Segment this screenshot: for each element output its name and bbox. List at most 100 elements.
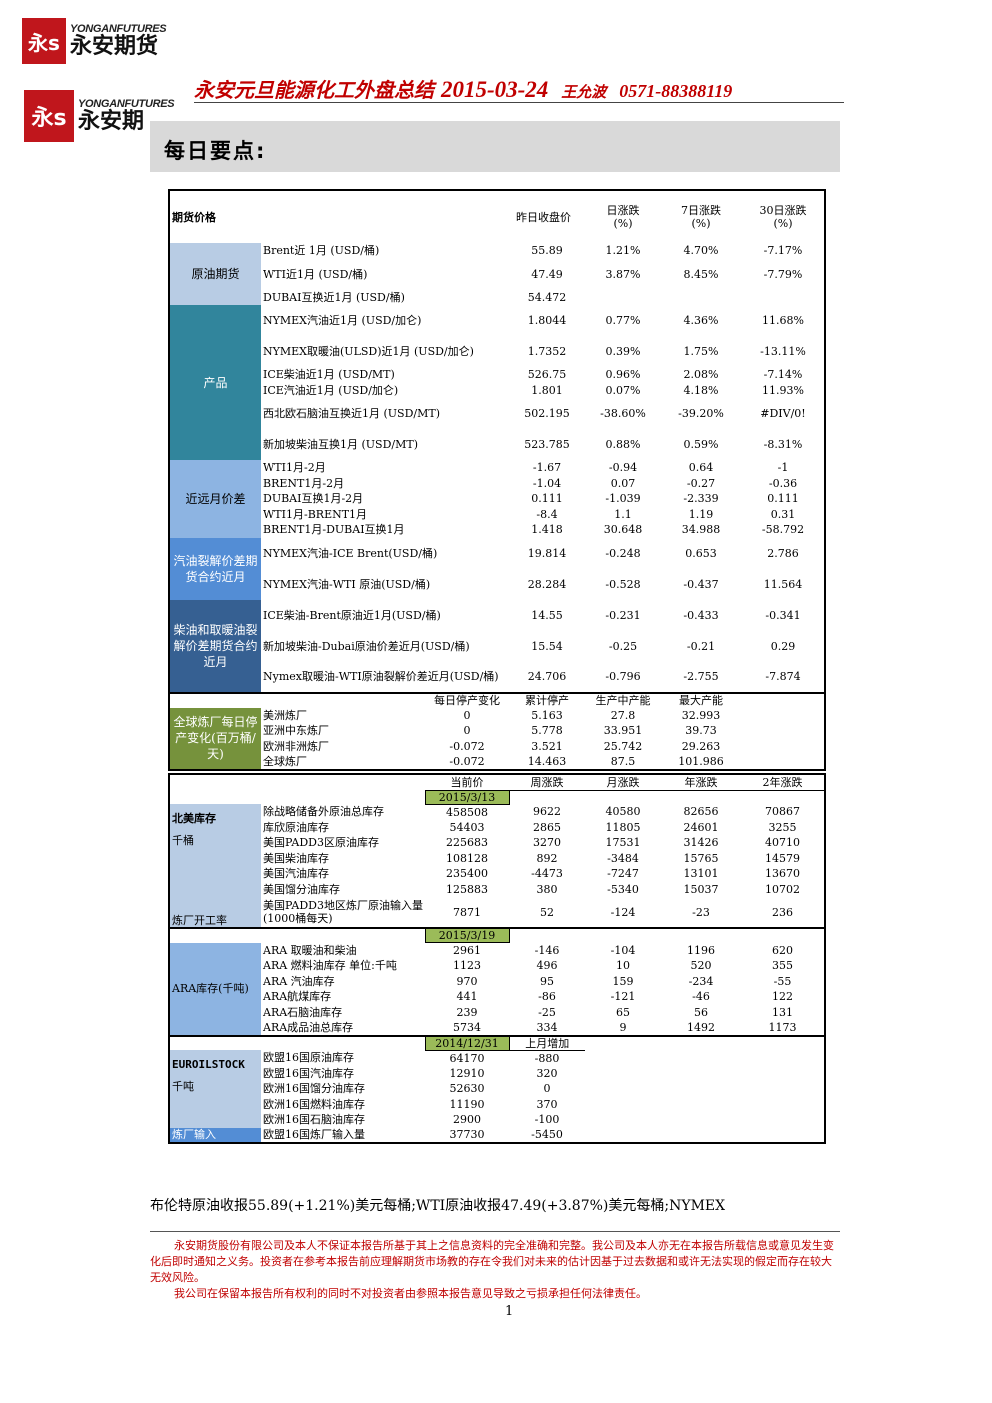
value-cell: 1.418 bbox=[531, 523, 563, 537]
value-cell: 0.111 bbox=[767, 492, 799, 506]
date-cell: 2015/3/13 bbox=[424, 789, 510, 805]
value-cell: 1.19 bbox=[688, 507, 714, 521]
value-cell: 28.284 bbox=[527, 577, 567, 591]
value-cell: 2.08% bbox=[683, 368, 719, 382]
value-cell: 14.463 bbox=[509, 754, 585, 771]
value-cell: 40580 bbox=[605, 805, 641, 819]
value-cell: 14579 bbox=[741, 850, 826, 866]
value-cell: -124 bbox=[585, 897, 661, 929]
value-cell: 0.88% bbox=[605, 438, 641, 451]
value-cell: -7.79% bbox=[763, 267, 803, 281]
item-name: WTI近1月 (USD/桶) bbox=[263, 267, 368, 281]
value-cell: 101.986 bbox=[661, 754, 741, 771]
item-name: NYMEX汽油-WTI 原油(USD/桶) bbox=[263, 577, 431, 591]
report-date: 2015-03-24 bbox=[440, 77, 549, 102]
column-header: 月涨跌 bbox=[585, 773, 661, 791]
disclaimer-divider bbox=[150, 1231, 840, 1232]
blank-cell bbox=[741, 754, 826, 771]
value-cell: -0.94 bbox=[608, 461, 638, 475]
item-name: WTI1月-2月 bbox=[263, 461, 326, 475]
value-cell: 15765 bbox=[683, 851, 719, 865]
value-cell: 0 bbox=[463, 724, 471, 738]
table-row: 西北欧石脑油互换近1月 (USD/MT)502.195-38.60%-39.20… bbox=[169, 398, 825, 429]
logo-english-name: YONGANFUTURES bbox=[70, 22, 167, 35]
value-cell: 3.87% bbox=[605, 267, 641, 281]
value-cell: -0.36 bbox=[768, 476, 798, 490]
item-name: Nymex取暖油-WTI原油裂解价差近月(USD/桶) bbox=[263, 670, 499, 683]
value-cell: 1.21% bbox=[605, 244, 641, 258]
value-cell: 0.31 bbox=[770, 507, 796, 521]
value-cell: -55 bbox=[741, 973, 826, 989]
value-cell: 441 bbox=[456, 990, 478, 1004]
logo-mark-icon: 永s bbox=[24, 90, 74, 142]
blank-cell bbox=[585, 1065, 826, 1081]
column-header: 生产中产能 bbox=[585, 691, 661, 708]
value-cell: 3255 bbox=[741, 819, 826, 835]
value-cell: 892 bbox=[536, 851, 558, 865]
value-cell: 970 bbox=[456, 974, 478, 988]
value-cell: 370 bbox=[536, 1097, 558, 1111]
value-cell: -5340 bbox=[607, 882, 639, 896]
value-cell: 64170 bbox=[449, 1051, 485, 1065]
value-cell: #DIV/0! bbox=[760, 407, 806, 420]
value-cell bbox=[741, 290, 825, 306]
company-logo-secondary: 永s YONGANFUTURES 永安期 bbox=[24, 90, 175, 142]
category-label: 北美库存千桶 bbox=[168, 804, 261, 897]
value-cell: 10 bbox=[616, 959, 630, 973]
item-name: DUBAI互换近1月 (USD/桶) bbox=[263, 290, 405, 304]
value-cell: 0.64 bbox=[688, 461, 714, 475]
blank-cell bbox=[585, 1081, 826, 1097]
value-cell: -7247 bbox=[607, 867, 639, 881]
value-cell: -104 bbox=[610, 943, 636, 957]
value-cell: 334 bbox=[509, 1020, 585, 1037]
value-cell: 0.07 bbox=[610, 476, 636, 490]
value-cell: -1 bbox=[777, 461, 789, 475]
value-cell: 122 bbox=[741, 989, 826, 1005]
value-cell: -39.20% bbox=[678, 407, 724, 420]
value-cell: 1.1 bbox=[614, 507, 632, 521]
title-text: 永安元旦能源化工外盘总结 bbox=[194, 78, 434, 102]
item-name: ICE柴油近1月 (USD/MT) bbox=[263, 368, 395, 382]
report-author: 王允波 bbox=[561, 83, 607, 101]
value-cell: 5.778 bbox=[531, 724, 563, 738]
column-header: 日涨跌 (%) bbox=[585, 189, 661, 243]
blank-cell bbox=[741, 691, 826, 708]
value-cell: 225683 bbox=[446, 836, 488, 850]
value-cell: 2.786 bbox=[767, 546, 799, 560]
item-name: 欧盟16国炼厂输入量 bbox=[261, 1127, 425, 1144]
blank-cell bbox=[168, 928, 425, 943]
value-cell: 87.5 bbox=[585, 754, 661, 771]
value-cell: -0.796 bbox=[605, 670, 641, 683]
value-cell: -58.792 bbox=[761, 523, 805, 537]
value-cell: 25.742 bbox=[603, 739, 643, 753]
table-row: BRENT1月-2月-1.040.07-0.27-0.36-1.09 bbox=[169, 476, 825, 492]
value-cell: 9622 bbox=[533, 805, 561, 819]
value-cell: 1173 bbox=[741, 1020, 826, 1037]
column-header: 2年涨跌 bbox=[741, 773, 826, 791]
date-cell: 2014/12/31 bbox=[424, 1035, 510, 1051]
column-header: 最大产能 bbox=[661, 691, 741, 708]
value-cell: -234 bbox=[688, 974, 714, 988]
item-name: ARA航煤库存 bbox=[263, 990, 332, 1004]
value-cell: 0.653 bbox=[685, 546, 717, 560]
item-name: Brent近 1月 (USD/桶) bbox=[263, 244, 380, 258]
value-cell: 19.814 bbox=[527, 546, 567, 560]
item-name: ICE汽油近1月 (USD/加仑) bbox=[263, 383, 399, 397]
value-cell: 32.993 bbox=[681, 708, 721, 722]
value-cell: 0.111 bbox=[531, 492, 563, 506]
